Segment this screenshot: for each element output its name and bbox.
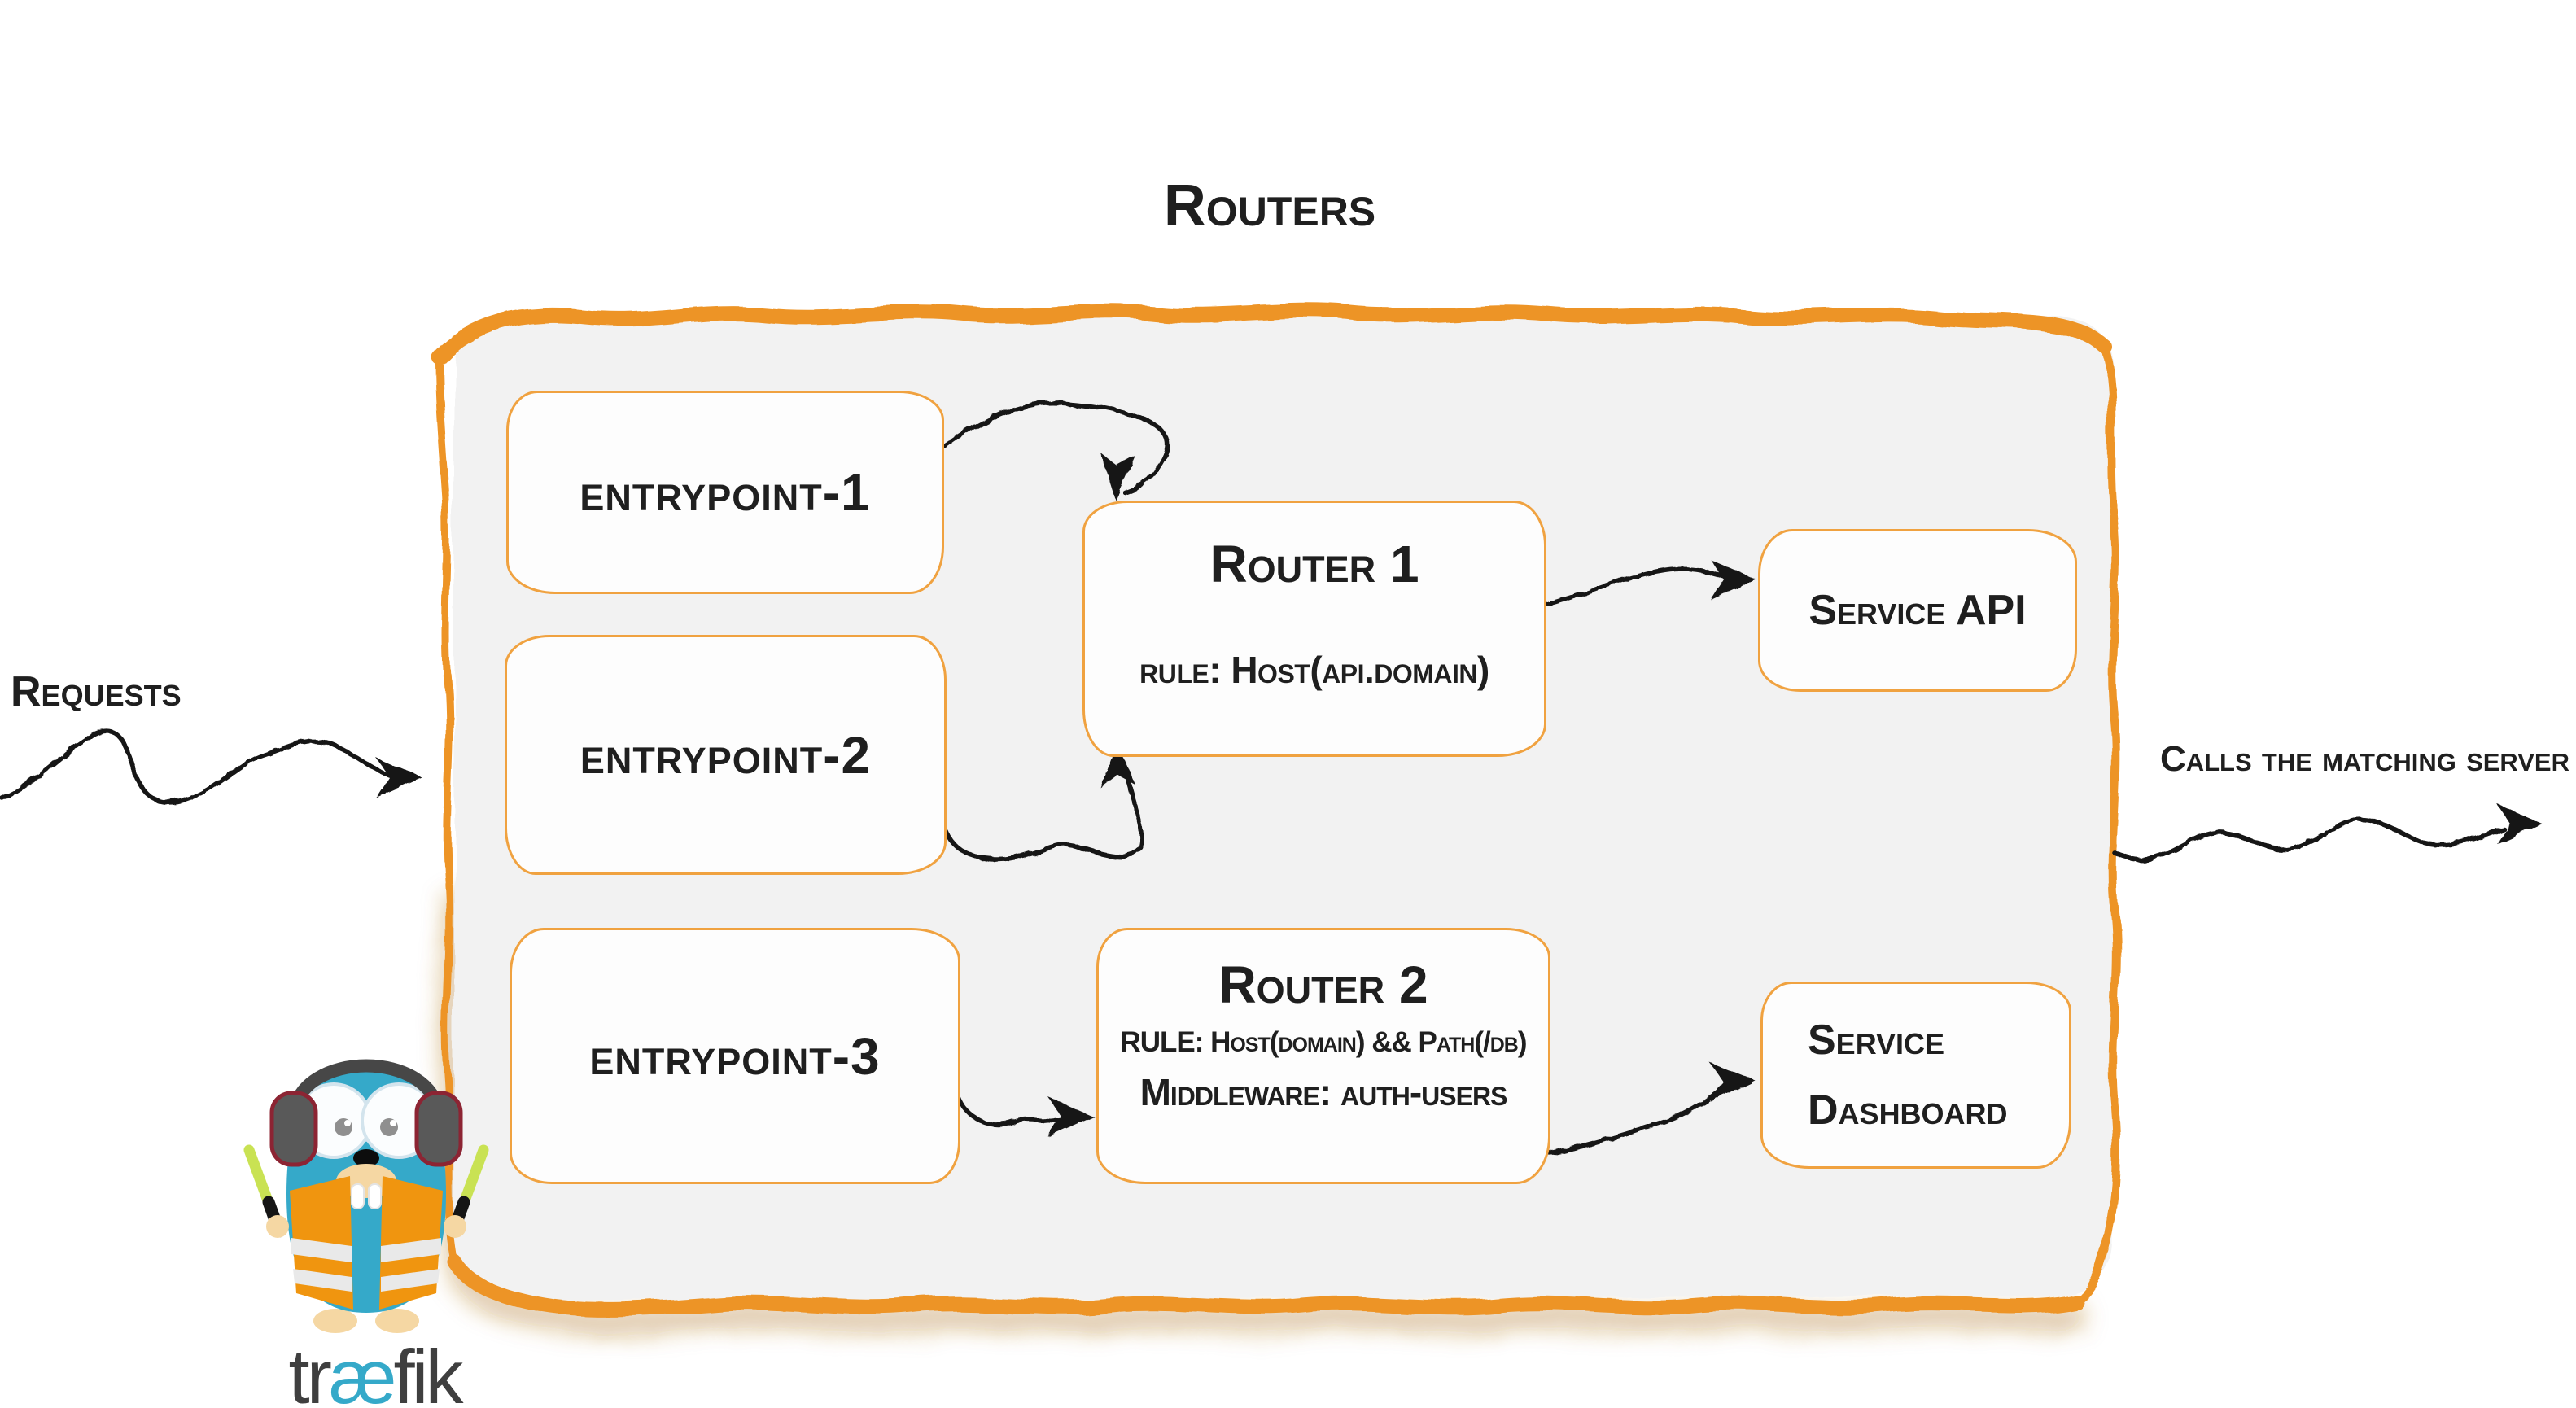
router-2-rule: RULE: Host(domain) && Path(/db) [1120, 1026, 1527, 1058]
arrowhead-entrypoint3-to-router2 [1048, 1097, 1094, 1137]
flow-arrows [0, 400, 2543, 1157]
gopher-eye-glint-left [344, 1120, 351, 1126]
gopher-nose [353, 1149, 379, 1167]
arrow-router1-to-service-api [1546, 566, 1733, 606]
entrypoint-3-label: entrypoint-3 [589, 1026, 881, 1086]
arrowhead-calls-out [2497, 804, 2543, 844]
router-2-box: Router 2 RULE: Host(domain) && Path(/db)… [1096, 928, 1550, 1184]
gopher-foot-right [375, 1309, 419, 1333]
arrow-entrypoint1-to-router1 [942, 400, 1170, 495]
traefik-wordmark: træfik [244, 1333, 505, 1408]
service-api-label: Service API [1808, 587, 2027, 634]
entrypoint-1-label: entrypoint-1 [579, 463, 871, 522]
service-api-box: Service API [1758, 529, 2077, 692]
wordmark-ae: æ [328, 1334, 397, 1408]
entrypoint-3-box: entrypoint-3 [510, 928, 960, 1184]
gopher-hand-left [266, 1215, 289, 1238]
gopher-safety-vest [290, 1176, 443, 1310]
gopher-tooth-left [351, 1183, 365, 1209]
requests-label: Requests [11, 668, 182, 715]
arrowhead-entrypoint1-to-router1 [1100, 453, 1135, 500]
container-border-right [2071, 342, 2121, 1305]
service-dashboard-line2: Dashboard [1808, 1087, 2008, 1134]
gopher-eye-glint-right [390, 1120, 396, 1126]
gopher-tooth-right [368, 1183, 382, 1209]
gopher-foot-left [313, 1309, 357, 1333]
router-1-title: Router 1 [1209, 535, 1419, 593]
wordmark-pre: tr [288, 1334, 331, 1408]
service-dashboard-box: Service Dashboard [1760, 982, 2071, 1169]
arrow-entrypoint3-to-router2 [956, 1095, 1070, 1127]
arrowhead-requests-in [376, 758, 422, 798]
router-1-rule: rule: Host(api.domain) [1139, 649, 1489, 691]
arrow-calls-out [2112, 817, 2506, 862]
arrowhead-entrypoint2-to-router1 [1100, 742, 1135, 788]
arrow-router2-to-service-dashboard [1546, 1082, 1734, 1157]
entrypoint-2-label: entrypoint-2 [579, 725, 872, 785]
router-2-title: Router 2 [1218, 955, 1428, 1014]
arrow-entrypoint2-to-router1 [944, 779, 1144, 862]
container-border-top [432, 304, 2111, 365]
wordmark-post: fik [393, 1334, 464, 1408]
gopher-hand-right [444, 1215, 466, 1238]
arrowhead-router1-to-service-api [1711, 560, 1756, 600]
container-border-bottom [448, 1256, 2083, 1317]
router-2-middleware: Middleware: auth-users [1139, 1071, 1508, 1113]
page-title: Routers [1163, 173, 1376, 238]
gopher-headphone-cup-left [269, 1091, 318, 1167]
arrowhead-router2-to-service-dashboard [1710, 1063, 1756, 1102]
router-1-box: Router 1 rule: Host(api.domain) [1082, 501, 1546, 757]
arrow-requests-in [0, 728, 391, 805]
traefik-gopher-icon [243, 1059, 489, 1333]
entrypoint-1-box: entrypoint-1 [506, 391, 944, 594]
gopher-headphone-cup-right [414, 1091, 463, 1167]
calls-label: Calls the matching server [2159, 739, 2569, 779]
service-dashboard-line1: Service [1808, 1017, 1945, 1064]
entrypoint-2-box: entrypoint-2 [505, 635, 947, 875]
